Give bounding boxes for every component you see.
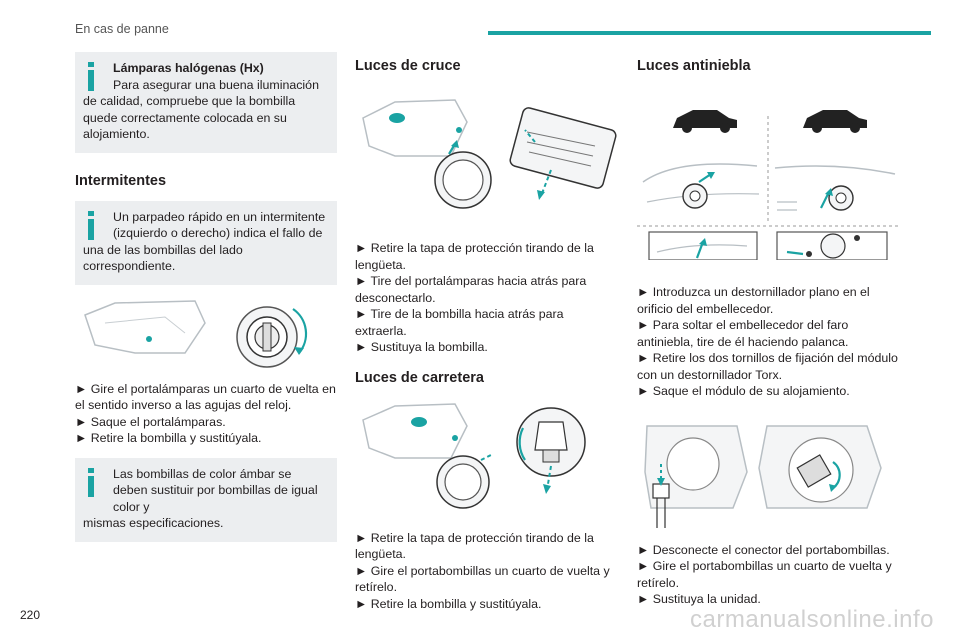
step: ► Retire la bombilla y sustitúyala. — [75, 431, 262, 445]
info-icon — [88, 467, 94, 498]
column-2: Luces de cruce ► Retire la tapa de prote… — [355, 52, 617, 612]
heading-luces-carretera: Luces de carretera — [355, 369, 484, 386]
running-header: En cas de panne — [75, 22, 169, 36]
illustration-low-beam — [362, 99, 617, 209]
illustration-fog-removal — [637, 110, 899, 260]
info-icon — [88, 62, 94, 92]
step: ► Desconecte el conector del portabombil… — [637, 542, 890, 557]
step: ► Saque el módulo de su alojamiento. — [637, 384, 850, 398]
step: ► Gire el portabombillas un cuarto de vu… — [637, 559, 892, 590]
steps-high-beam: ► Retire la tapa de protección tirando d… — [355, 530, 617, 613]
step: ► Retire la bombilla y sustitúyala. — [355, 596, 542, 611]
column-1: Lámparas halógenas (Hx) Para asegurar un… — [75, 52, 337, 542]
illustration-high-beam — [362, 402, 586, 509]
step: ► Retire la tapa de protección tirando d… — [355, 241, 594, 272]
note-rest: una de las bombillas del lado correspond… — [83, 242, 243, 274]
heading-luces-cruce: Luces de cruce — [355, 58, 461, 74]
note-title: Lámparas halógenas (Hx) — [113, 61, 264, 75]
watermark: carmanualsonline.info — [690, 606, 934, 633]
step: ► Saque el portalámparas. — [75, 414, 226, 429]
heading-intermitentes: Intermitentes — [75, 172, 167, 189]
note-blinker: Un parpadeo rápido en un intermitente (i… — [75, 200, 337, 285]
step: ► Retire la tapa de protección tirando d… — [355, 530, 594, 562]
note-amber: Las bombillas de color ámbar se deben su… — [75, 457, 337, 542]
steps-fog-removal: ► Introduzca un destornillador plano en … — [637, 284, 899, 400]
note-halogen: Lámparas halógenas (Hx) Para asegurar un… — [75, 52, 337, 153]
page-number: 220 — [20, 608, 41, 622]
steps-fog-bulb: ► Desconecte el conector del portabombil… — [637, 542, 899, 608]
illustration-fog-bulb — [644, 424, 882, 528]
steps-indicator: ► Gire el portalámparas un cuarto de vue… — [75, 381, 337, 447]
step: ► Para soltar el embellecedor del faro a… — [637, 318, 849, 349]
step: ► Gire el portabombillas un cuarto de vu… — [355, 563, 610, 595]
step: ► Retire los dos tornillos de fijación d… — [637, 351, 898, 382]
column-3: Luces antiniebla ► Introduzca un dest — [637, 52, 899, 608]
note-rest: mismas especificaciones. — [83, 516, 224, 530]
steps-low-beam: ► Retire la tapa de protección tirando d… — [355, 240, 617, 356]
step: ► Tire del portalámparas hacia atrás par… — [355, 274, 587, 305]
note-body: Para asegurar una buena iluminación de c… — [83, 77, 319, 142]
step: ► Gire el portalámparas un cuarto de vue… — [75, 381, 336, 413]
info-icon — [88, 210, 94, 241]
note-first: Un parpadeo rápido en un intermitente (i… — [113, 209, 326, 241]
step: ► Introduzca un destornillador plano en … — [637, 285, 870, 316]
step: ► Sustituya la bombilla. — [355, 340, 488, 354]
header-accent-bar — [488, 31, 931, 35]
heading-luces-antiniebla: Luces antiniebla — [637, 58, 751, 74]
step: ► Tire de la bombilla hacia atrás para e… — [355, 307, 564, 338]
step: ► Sustituya la unidad. — [637, 592, 761, 606]
note-first: Las bombillas de color ámbar se deben su… — [113, 466, 318, 514]
illustration-indicator — [84, 299, 308, 368]
